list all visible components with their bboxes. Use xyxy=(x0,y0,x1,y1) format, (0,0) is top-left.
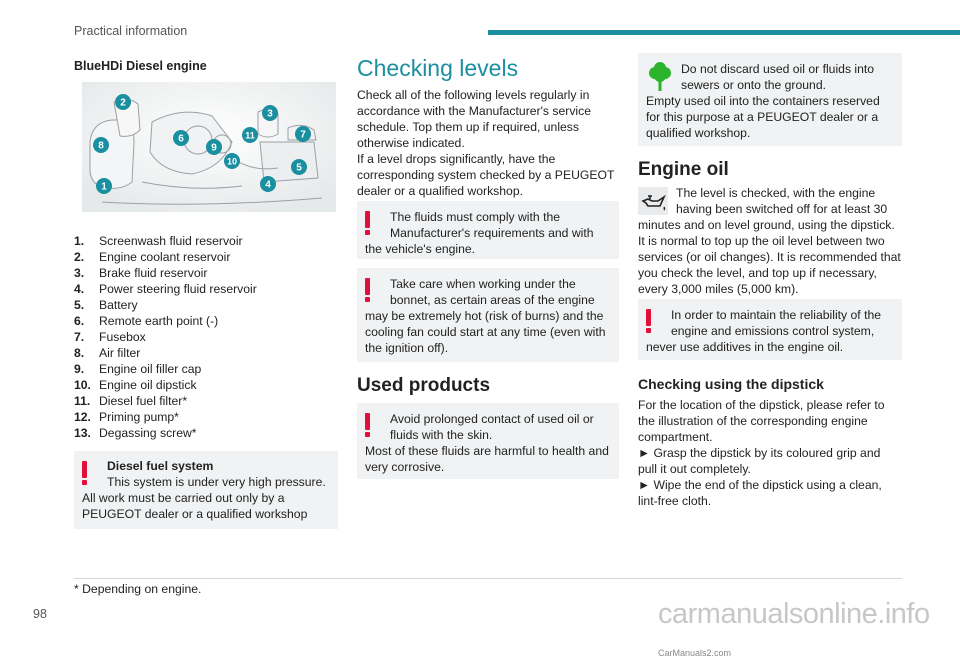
callout-6: 6 xyxy=(178,134,184,145)
list-item: 12.Priming pump* xyxy=(74,410,179,424)
diesel-warning-note: Diesel fuel system This system is under … xyxy=(74,451,338,529)
page-title: Checking levels xyxy=(357,55,519,81)
oil-topup-paragraph: It is normal to top up the oil level bet… xyxy=(638,234,901,296)
engine-heading: BlueHDi Diesel engine xyxy=(74,59,207,73)
warning-icon xyxy=(646,309,652,333)
list-item: 7.Fusebox xyxy=(74,330,146,344)
callout-10: 10 xyxy=(227,157,237,167)
dipstick-step-2: ► Wipe the end of the dipstick using a c… xyxy=(638,478,882,508)
note-text: The fluids must comply with the Manufact… xyxy=(390,210,594,240)
watermark-text: carmanualsonline.info xyxy=(658,598,930,630)
dipstick-heading: Checking using the dipstick xyxy=(638,376,824,392)
callout-5: 5 xyxy=(296,163,302,174)
list-item: 1.Screenwash fluid reservoir xyxy=(74,234,243,248)
intro-paragraph-2: If a level drops significantly, have the… xyxy=(357,152,615,198)
note-text: never use additives in the engine oil. xyxy=(646,340,844,354)
callout-3: 3 xyxy=(267,109,273,120)
list-item: 5.Battery xyxy=(74,298,138,312)
note-text: All work must be carried out only by a P… xyxy=(82,491,308,521)
intro-paragraph: Check all of the following levels regula… xyxy=(357,88,591,150)
note-text: This system is under very high pressure. xyxy=(107,475,326,489)
callout-1: 1 xyxy=(101,182,107,193)
engine-illustration: 1 2 3 4 5 6 7 8 9 10 11 xyxy=(82,82,336,212)
parts-list: 1.Screenwash fluid reservoir 2.Engine co… xyxy=(74,233,338,441)
note-text: may be extremely hot (risk of burns) and… xyxy=(365,309,606,355)
note-text: In order to maintain the reliability of … xyxy=(671,308,882,338)
watermark: carmanualsonline.info CarManuals2.com xyxy=(658,598,960,664)
engine-diagram: 1 2 3 4 5 6 7 8 9 10 11 xyxy=(82,82,336,212)
page-number: 98 xyxy=(33,607,47,621)
callout-8: 8 xyxy=(98,141,104,152)
note-text: Empty used oil into the containers reser… xyxy=(646,94,880,140)
note-text: Take care when working under the bonnet,… xyxy=(390,277,595,307)
fluids-warning-note: The fluids must comply with the Manufact… xyxy=(357,201,619,259)
oil-check-paragraph: The level is checked, with the engine ha… xyxy=(638,186,895,232)
warning-icon xyxy=(365,211,371,235)
tree-icon xyxy=(648,61,672,97)
warning-icon xyxy=(365,413,371,437)
list-item: 10.Engine oil dipstick xyxy=(74,378,197,392)
note-text: Do not discard used oil or fluids into s… xyxy=(681,62,875,92)
footer-divider xyxy=(74,578,902,579)
warning-icon xyxy=(365,278,371,302)
callout-11: 11 xyxy=(245,131,255,141)
list-item: 6.Remote earth point (-) xyxy=(74,314,219,328)
note-text: the vehicle's engine. xyxy=(365,242,476,256)
note-text: Most of these fluids are harmful to heal… xyxy=(365,444,609,474)
callout-7: 7 xyxy=(300,130,306,141)
header-accent-bar xyxy=(488,30,960,35)
section-title: Practical information xyxy=(74,24,188,38)
oil-can-icon xyxy=(638,187,668,215)
list-item: 8.Air filter xyxy=(74,346,141,360)
engine-oil-heading: Engine oil xyxy=(638,159,729,180)
list-item: 9.Engine oil filler cap xyxy=(74,362,202,376)
dipstick-step-1: ► Grasp the dipstick by its coloured gri… xyxy=(638,446,881,476)
list-item: 13.Degassing screw* xyxy=(74,426,197,440)
used-products-heading: Used products xyxy=(357,375,491,396)
note-text: Avoid prolonged contact of used oil or f… xyxy=(390,412,594,442)
dipstick-intro: For the location of the dipstick, please… xyxy=(638,398,885,444)
callout-4: 4 xyxy=(265,180,271,191)
callout-2: 2 xyxy=(120,98,126,109)
environment-note: Do not discard used oil or fluids into s… xyxy=(638,53,902,146)
list-item: 2.Engine coolant reservoir xyxy=(74,250,231,264)
hot-engine-warning-note: Take care when working under the bonnet,… xyxy=(357,268,619,362)
list-item: 11.Diesel fuel filter* xyxy=(74,394,188,408)
footnote: * Depending on engine. xyxy=(74,582,202,596)
callout-9: 9 xyxy=(211,143,217,154)
list-item: 4.Power steering fluid reservoir xyxy=(74,282,257,296)
additives-warning-note: In order to maintain the reliability of … xyxy=(638,299,902,360)
list-item: 3.Brake fluid reservoir xyxy=(74,266,208,280)
note-title: Diesel fuel system xyxy=(107,459,214,473)
watermark-small-text: CarManuals2.com xyxy=(658,648,732,658)
warning-icon xyxy=(82,461,88,485)
used-oil-warning-note: Avoid prolonged contact of used oil or f… xyxy=(357,403,619,479)
